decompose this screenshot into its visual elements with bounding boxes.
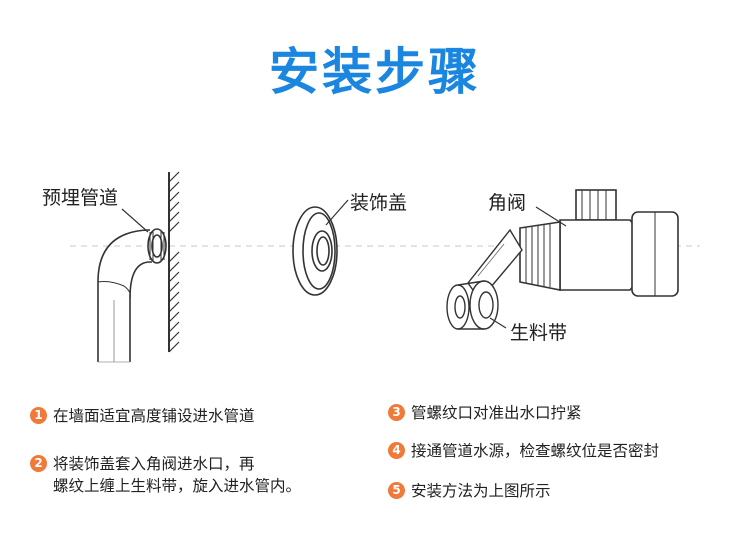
decorative-cover-illustration [292, 206, 338, 296]
step-number-badge: 2 [30, 455, 47, 472]
step-3: 3 管螺纹口对准出水口拧紧 [388, 402, 582, 424]
step-5-text: 安装方法为上图所示 [411, 482, 551, 500]
valve-label-leader [535, 206, 567, 227]
pipe-label-leader [121, 208, 149, 233]
step-2-text-line-1: 将装饰盖套入角阀进水口，再 [53, 455, 255, 473]
wall-illustration [168, 171, 180, 353]
embedded-pipe-illustration [97, 228, 167, 363]
step-4: 4 接通管道水源，检查螺纹位是否密封 [388, 440, 659, 462]
step-1-text: 在墙面适宜高度铺设进水管道 [53, 407, 255, 425]
step-number-badge: 5 [388, 482, 405, 499]
tape-label-leader [489, 317, 507, 329]
tape-label: 生料带 [510, 322, 568, 344]
pipe-label: 预埋管道 [42, 187, 119, 209]
step-1: 1 在墙面适宜高度铺设进水管道 [30, 405, 255, 427]
step-2-text-line-2: 螺纹上缠上生料带，旋入进水管内。 [53, 477, 302, 495]
step-number-badge: 4 [388, 442, 405, 459]
sealing-tape-illustration [446, 228, 523, 330]
angle-valve-illustration [519, 189, 679, 297]
cover-label: 装饰盖 [350, 192, 408, 214]
step-number-badge: 3 [388, 404, 405, 421]
step-2: 2 将装饰盖套入角阀进水口，再 螺纹上缠上生料带，旋入进水管内。 [30, 453, 301, 497]
step-4-text: 接通管道水源，检查螺纹位是否密封 [411, 442, 660, 460]
step-5: 5 安装方法为上图所示 [388, 480, 551, 502]
page-title: 安装步骤 [269, 43, 481, 101]
valve-label: 角阀 [488, 192, 527, 214]
cover-label-leader [325, 199, 349, 226]
step-number-badge: 1 [30, 407, 47, 424]
step-3-text: 管螺纹口对准出水口拧紧 [411, 404, 582, 422]
